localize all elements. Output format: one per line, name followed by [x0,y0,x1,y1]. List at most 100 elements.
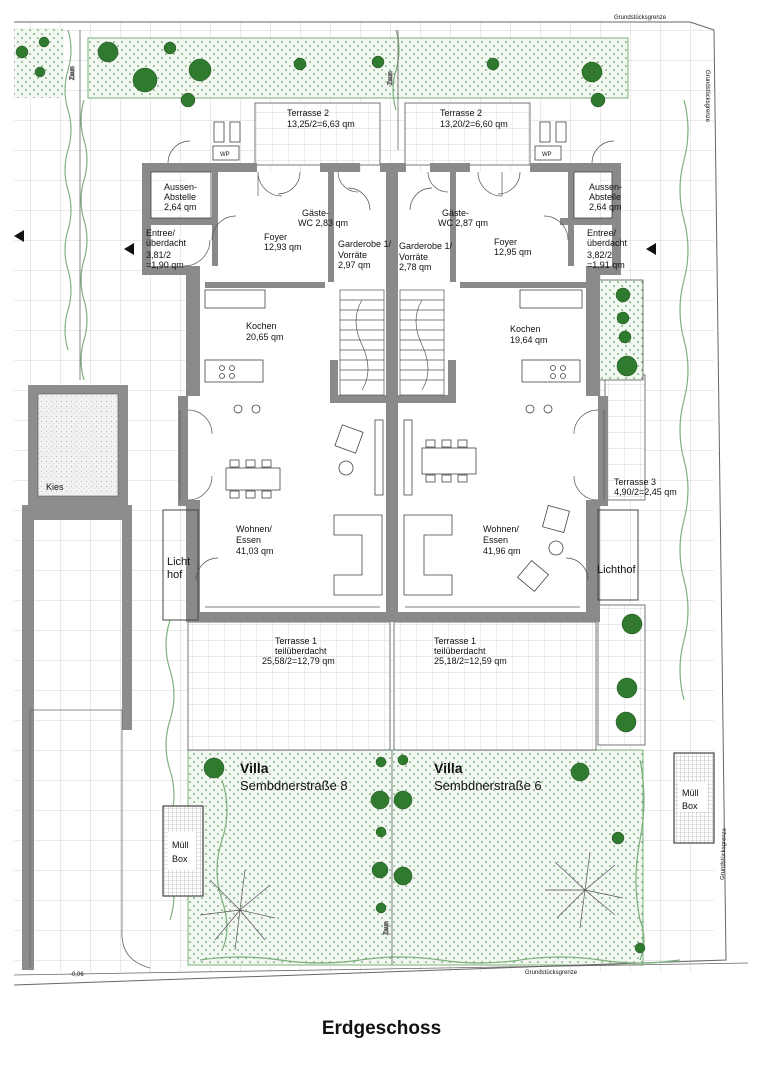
tree-icon [615,711,637,733]
wohnen-left-l2: Essen [236,535,261,545]
wp-left: WP [220,152,230,158]
entree-left-l2: überdacht [146,238,187,248]
terrace2-left-name: Terrasse 2 [287,108,329,118]
tree-icon [370,790,390,810]
wohnen-right-area: 41,96 qm [483,546,521,556]
tree-icon [188,58,212,82]
lichthof-right: Lichthof [597,564,636,576]
muell-right-line2: Box [682,801,698,811]
tree-icon [616,311,630,325]
wohnen-left-l1: Wohnen/ [236,524,272,534]
street-right: Sembdnerstraße 6 [434,778,542,793]
aussen-left-area: 2,64 qm [164,202,197,212]
tree-icon [581,61,603,83]
kochen-right-area: 19,64 qm [510,335,548,345]
fence-label-mid: Zaun [388,71,394,85]
entree-right-l1: Entree/ [587,228,617,238]
tree-icon [590,92,606,108]
tree-icon [203,757,225,779]
wohnen-left-area: 41,03 qm [236,546,274,556]
terrace3-name: Terrasse 3 [614,477,656,487]
stairs [339,289,445,396]
garderobe-right-area: 2,78 qm [399,262,432,272]
aussen-right-l1: Aussen- [589,182,622,192]
terrace1-right-l2: teilüberdacht [434,646,486,656]
lichthof-left-l2: hof [167,569,183,581]
fence-label-left: Zaun [70,66,76,80]
kochen-left-area: 20,65 qm [246,332,284,342]
entree-right-l3: 3,82/2 [587,250,612,260]
aussen-right-l2: Abstelle [589,192,621,202]
boundary-label-bottom: Grundstücksgrenze [525,970,578,976]
tree-icon [34,66,46,78]
villa-left: Villa [240,760,269,776]
villa-right: Villa [434,760,463,776]
terrace1-left-l1: Terrasse 1 [275,636,317,646]
gaeste-right-name: Gäste- [442,208,469,218]
tree-icon [163,41,177,55]
entrance-arrow-left [14,230,24,242]
property-boundary: Grundstücksgrenze Grundstücksgrenze Grun… [13,15,749,986]
tree-icon [38,36,50,48]
terrace2-left-area: 13,25/2=6,63 qm [287,119,355,129]
bottom-lawn [187,749,644,966]
muell-left-line1: Müll [172,840,189,850]
wp-right: WP [542,152,552,158]
aussen-right-area: 2,64 qm [589,202,622,212]
tree-icon [375,826,387,838]
terrace1-right-l1: Terrasse 1 [434,636,476,646]
kochen-left-name: Kochen [246,321,277,331]
level-mark: -0,06 [70,972,84,978]
lichthof-left-l1: Licht [167,556,190,568]
foyer-left-name: Foyer [264,232,287,242]
tree-icon [621,613,643,635]
wohnen-right-l2: Essen [483,535,508,545]
muell-box-left: Müll Box [162,805,204,897]
entree-right-l2: überdacht [587,238,628,248]
tree-icon [97,41,119,63]
boundary-label-right-lower: Grundstücksgrenze [720,827,728,880]
tree-icon [180,92,196,108]
entrance-arrow-right [646,243,656,255]
page-caption: Erdgeschoss [321,1018,442,1039]
bare-trees [199,851,624,951]
terrace2-right-area: 13,20/2=6,60 qm [440,119,508,129]
muell-left-line2: Box [172,854,188,864]
terrace1-left-l2: teilüberdacht [275,646,327,656]
terrace1-right [393,621,597,751]
entrance-arrows [14,230,656,255]
entrance-arrow-left-inner [124,243,134,255]
trees [15,36,646,954]
garderobe-right-l2: Vorräte [399,252,428,262]
terrace1-left [187,621,391,751]
labels-right-house: Terrasse 2 13,20/2=6,60 qm Aussen- Abste… [399,108,677,793]
tree-icon [293,57,307,71]
kies-area: Kies [22,385,151,970]
aussen-left-l2: Abstelle [164,192,196,202]
tree-icon [393,866,413,886]
tree-icon [393,790,413,810]
foyer-left-area: 12,93 qm [264,242,302,252]
muell-right-line1: Müll [682,788,699,798]
tree-icon [371,55,385,69]
kies-label: Kies [46,482,64,492]
tree-icon [132,67,158,93]
garderobe-left-l1: Garderobe 1/ [338,239,392,249]
terrace2-right [404,102,531,166]
tree-icon [616,355,638,377]
muell-box-right: Müll Box [673,752,715,844]
gaeste-left-area: WC 2,83 qm [298,218,348,228]
fence: Zaun Zaun Zaun [70,30,399,965]
entree-right-l4: =1,91 qm [587,260,625,270]
kochen-right-name: Kochen [510,324,541,334]
tree-icon [15,45,29,59]
terrace2-right-name: Terrasse 2 [440,108,482,118]
labels-left-house: Terrasse 2 13,25/2=6,63 qm Aussen- Abste… [146,108,392,793]
terrace3-area: 4,90/2=2,45 qm [614,487,677,497]
tree-icon [371,861,389,879]
foyer-right-area: 12,95 qm [494,247,532,257]
gaeste-left-name: Gäste- [302,208,329,218]
entree-left-l1: Entree/ [146,228,176,238]
garderobe-left-l2: Vorräte [338,250,367,260]
